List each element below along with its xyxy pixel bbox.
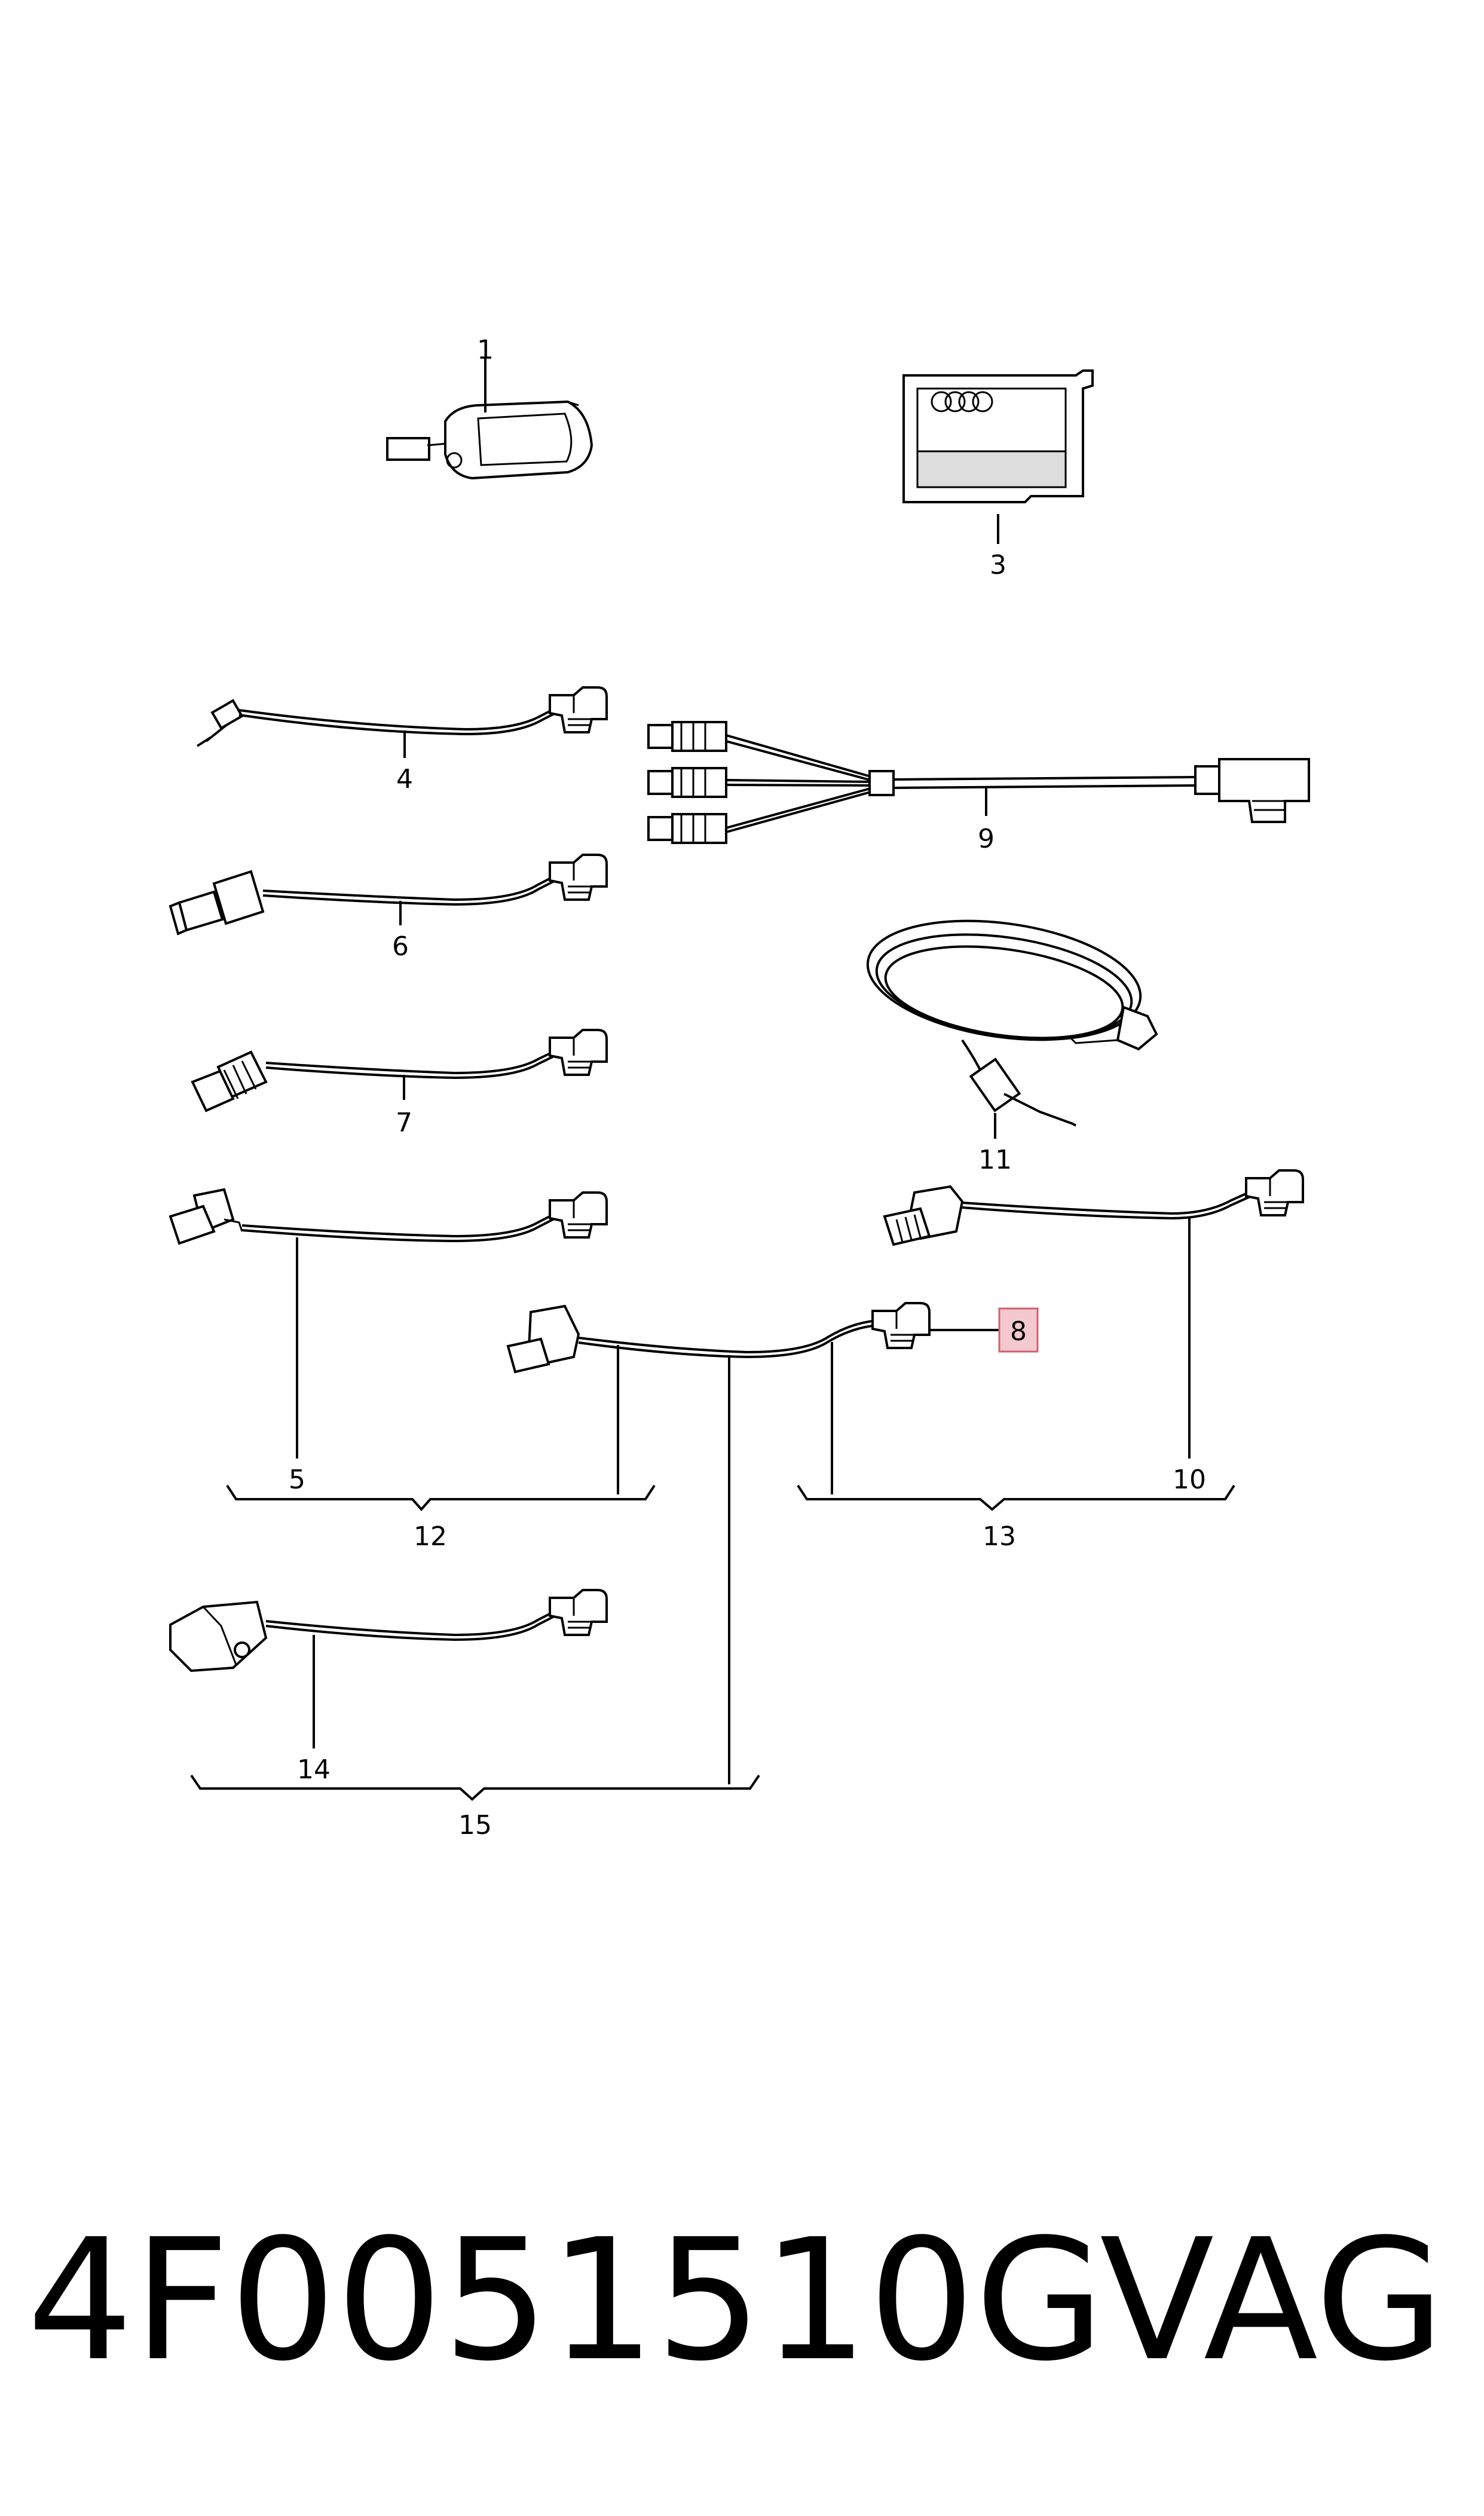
cable-part-9 bbox=[647, 721, 1310, 844]
cable-part-14 bbox=[169, 1589, 608, 1673]
callout-7: 7 bbox=[396, 1108, 412, 1138]
key-fob-part-1 bbox=[386, 400, 593, 480]
callout-1: 1 bbox=[477, 335, 494, 365]
cable-part-10 bbox=[883, 1169, 1304, 1246]
callout-13: 13 bbox=[983, 1521, 1016, 1552]
callout-8[interactable]: 8 bbox=[1010, 1316, 1027, 1347]
part-number: 4F0051510G bbox=[27, 2203, 1104, 2398]
brand-name: VAG bbox=[1100, 2203, 1445, 2398]
callout-9: 9 bbox=[978, 824, 995, 854]
cable-part-7 bbox=[191, 1029, 608, 1112]
callout-14: 14 bbox=[297, 1754, 331, 1785]
callout-3: 3 bbox=[990, 550, 1006, 580]
cable-part-6 bbox=[169, 854, 608, 936]
callout-8-highlight[interactable] bbox=[998, 1307, 1039, 1353]
cable-part-4 bbox=[196, 686, 608, 747]
callout-6: 6 bbox=[392, 931, 409, 962]
sd-card-part-3 bbox=[902, 369, 1094, 503]
cable-part-8 bbox=[506, 1302, 931, 1374]
callout-12: 12 bbox=[414, 1521, 447, 1552]
cable-part-11 bbox=[866, 919, 1158, 1127]
callout-10: 10 bbox=[1173, 1465, 1206, 1495]
callout-15: 15 bbox=[458, 1810, 492, 1841]
callout-5: 5 bbox=[289, 1465, 305, 1495]
cable-part-5 bbox=[169, 1188, 608, 1245]
callout-11: 11 bbox=[978, 1145, 1012, 1175]
callout-4: 4 bbox=[396, 764, 413, 794]
